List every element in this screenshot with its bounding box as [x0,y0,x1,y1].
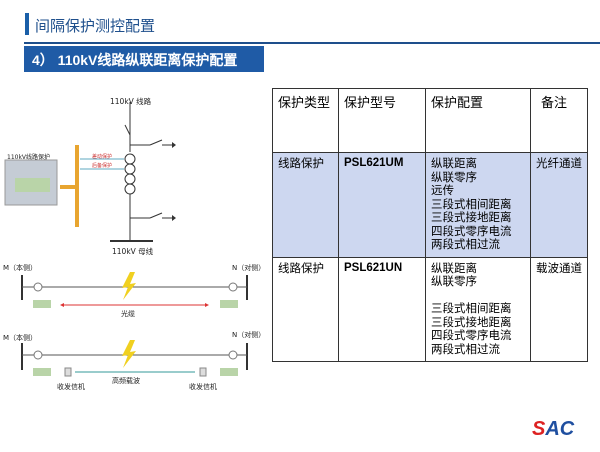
sac-logo: SAC [532,418,575,440]
divider [24,42,600,44]
config-item: 三段式接地距离 [431,210,512,224]
substation-diagram [4,102,176,242]
model-cell: PSL621UM [338,152,426,258]
config-item: 纵联距离 [431,260,477,275]
config-item: 两段式相过流 [431,237,500,251]
config-item: 两段式相过流 [431,341,500,356]
transceiver-label-n: 收发信机 [189,383,217,391]
config-item [431,289,525,303]
signal-label-2: 后备保护 [92,163,113,169]
note-cell: 光纤通道 [530,152,588,258]
n-side-label-2: N（对侧） [232,331,266,339]
header-cell: 保护类型 [272,88,339,153]
carrier-label: 高频载波 [112,377,140,385]
line-label: 110kV 线路 [110,97,152,106]
config-item: 纵联零序 [431,274,477,288]
config-item: 三段式接地距离 [431,314,512,329]
transceiver-label-m: 收发信机 [57,383,85,391]
page-title: 间隔保护测控配置 [35,17,156,35]
config-item: 三段式相间距离 [431,301,512,315]
channel-diagram [21,272,248,377]
config-item: 三段式相间距离 [431,196,512,211]
config-item: 纵联零序 [431,169,477,184]
config-cell: 纵联距离 纵联零序 三段式相间距离 三段式接地距离 四段式零序电流 两段式相过流 [425,256,531,362]
device-label: 110kV线路保护 [7,154,51,161]
header-cell: 备注 [530,88,588,153]
type-cell: 线路保护 [272,152,339,258]
n-side-label-1: N（对侧） [232,264,266,272]
model-cell: PSL621UN [338,256,426,362]
header-cell: 保护配置 [425,88,531,153]
protection-config-table: 保护类型 保护型号 保护配置 备注 线路保护 PSL621UM 纵联距离 纵联零… [272,88,588,362]
m-side-label-2: M（本侧） [3,334,38,342]
table-row: 线路保护 PSL621UN 纵联距离 纵联零序 三段式相间距离 三段式接地距离 … [272,256,588,362]
config-item: 纵联距离 [431,156,477,170]
header-cell: 保护型号 [338,88,426,153]
m-side-label-1: M（本侧） [3,264,38,272]
section-title: 4） 110kV线路纵联距离保护配置 [24,46,264,72]
config-item: 四段式零序电流 [431,223,512,238]
type-cell: 线路保护 [272,256,339,362]
fiber-label: 光缆 [121,310,135,318]
table-row: 线路保护 PSL621UM 纵联距离 纵联零序 远传 三段式相间距离 三段式接地… [272,152,588,258]
signal-label-1: 差动保护 [92,154,113,160]
bus-label: 110kV 母线 [112,247,154,256]
config-cell: 纵联距离 纵联零序 远传 三段式相间距离 三段式接地距离 四段式零序电流 两段式… [425,152,531,258]
title-accent [25,13,29,35]
table-header-row: 保护类型 保护型号 保护配置 备注 [272,88,588,153]
note-cell: 载波通道 [530,256,588,362]
config-item: 远传 [431,183,454,197]
config-item: 四段式零序电流 [431,328,512,342]
